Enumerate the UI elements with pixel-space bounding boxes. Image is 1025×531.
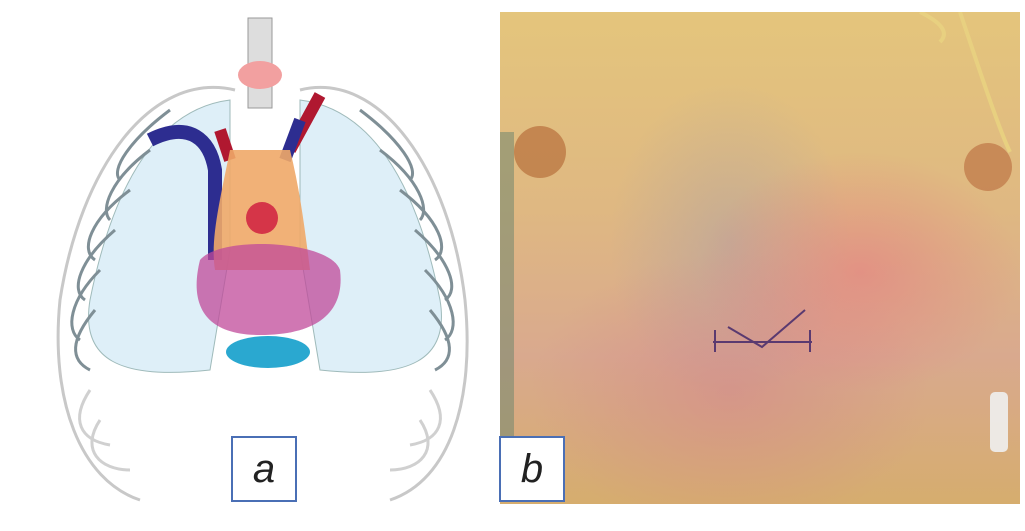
heart xyxy=(196,243,341,335)
left-nipple xyxy=(514,126,566,178)
incision-marking xyxy=(713,309,812,352)
ribcage-heart-illustration xyxy=(56,17,469,502)
panel-label-a: a xyxy=(231,436,297,502)
chest-photo xyxy=(500,12,1012,502)
diaphragm-mark xyxy=(226,336,310,368)
thyroid xyxy=(238,61,282,89)
right-nipple xyxy=(964,143,1012,191)
thorax-illustration-panel: a xyxy=(0,0,495,526)
chest-photo-panel xyxy=(500,12,1020,504)
panel-label-b: b xyxy=(499,436,565,502)
tumor-mark xyxy=(246,202,278,234)
